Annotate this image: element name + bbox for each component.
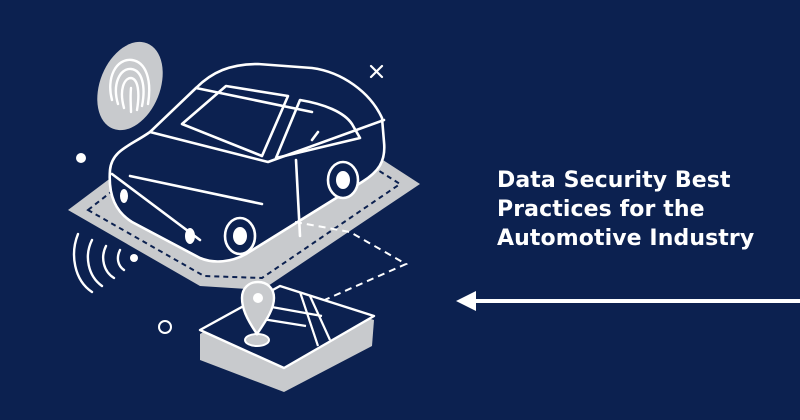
map-tile: [198, 284, 376, 392]
map-pin-icon: [240, 280, 276, 347]
decor-dot: [76, 153, 86, 163]
car-icon: [108, 62, 386, 263]
connector-line: [294, 221, 409, 303]
headline-line-3: Automotive Industry: [497, 226, 755, 251]
close-icon: [369, 64, 384, 79]
fingerprint-icon: [97, 41, 163, 131]
decor-ring: [158, 320, 172, 334]
headline-line-2: Practices for the: [497, 197, 705, 222]
headline: Data Security Best Practices for the Aut…: [497, 166, 787, 253]
headline-line-1: Data Security Best: [497, 168, 731, 193]
wifi-signal-icon: [72, 232, 138, 294]
arrow-left-icon: [456, 291, 800, 311]
